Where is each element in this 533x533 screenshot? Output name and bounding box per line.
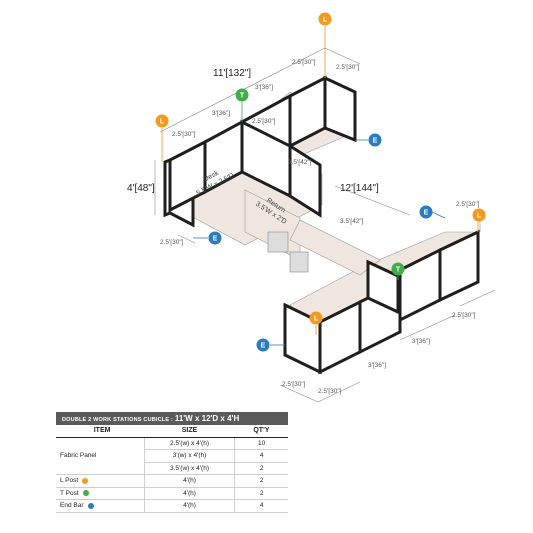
dim-top-30a: 2.5'[30"] bbox=[292, 59, 316, 66]
panel-upper-right-end bbox=[323, 75, 357, 143]
table-row: 3.5'(w) x 4'(h) 2 bbox=[56, 462, 288, 475]
dim-top-30b: 2.5'[30"] bbox=[336, 64, 360, 71]
size-cell: 4'(h) bbox=[143, 487, 235, 500]
end-bar-marker-left: E bbox=[208, 231, 222, 245]
dim-bottom-36: 3'[36"] bbox=[368, 362, 386, 369]
dim-bottom-30a: 2.5'[30"] bbox=[282, 381, 306, 388]
table-title-prefix: DOUBLE 2 WORK STATIONS CUBICLE : bbox=[62, 417, 173, 423]
end-bar-marker-upper-right: E bbox=[368, 133, 382, 147]
t-post-marker-top: T bbox=[235, 88, 249, 102]
orange-dot-icon bbox=[82, 477, 89, 484]
l-post-label: L Post bbox=[60, 477, 79, 485]
svg-text:L: L bbox=[314, 316, 319, 323]
table-row: 3'(w) x 4'(h) 4 bbox=[56, 449, 288, 463]
lower-return-surface bbox=[289, 219, 381, 276]
table-header-row: ITEM SIZE QT'Y bbox=[56, 425, 288, 438]
dim-top-36a: 3'[36"] bbox=[255, 84, 273, 91]
end-bar-marker-right: E bbox=[419, 205, 433, 219]
dim-right-36: 3'[36"] bbox=[412, 338, 430, 345]
qty-cell: 2 bbox=[234, 474, 288, 488]
qty-cell: 4 bbox=[234, 499, 288, 513]
size-cell: 3.5'(w) x 4'(h) bbox=[143, 462, 235, 475]
parts-table: DOUBLE 2 WORK STATIONS CUBICLE : 11'W x … bbox=[56, 412, 288, 513]
size-cell: 4'(h) bbox=[143, 499, 235, 513]
dim-overall-width: 11'[132"] bbox=[213, 68, 251, 79]
svg-text:E: E bbox=[261, 343, 266, 350]
dim-bottom-30b: 2.5'[30"] bbox=[318, 388, 342, 395]
svg-text:L: L bbox=[160, 119, 165, 126]
table-row: Fabric Panel 2.5'(w) x 4'(h) 10 bbox=[56, 437, 288, 475]
dim-spine-42b: 3.5'[42"] bbox=[340, 218, 364, 225]
svg-text:T: T bbox=[240, 93, 245, 100]
svg-text:E: E bbox=[213, 236, 218, 243]
size-cell: 4'(h) bbox=[143, 474, 235, 488]
header-item: ITEM bbox=[56, 425, 145, 438]
table-row: T Post 4'(h) 2 bbox=[56, 487, 288, 500]
svg-text:L: L bbox=[477, 213, 482, 220]
header-qty: QT'Y bbox=[234, 425, 288, 438]
svg-text:E: E bbox=[373, 138, 378, 145]
green-dot-icon bbox=[82, 490, 89, 497]
svg-text:E: E bbox=[424, 210, 429, 217]
dim-top-36b: 3'[36"] bbox=[212, 110, 230, 117]
end-bar-marker-bottom-left: E bbox=[256, 338, 270, 352]
table-row: End Bar 4'(h) 4 bbox=[56, 499, 288, 513]
size-cell: 3'(w) x 4'(h) bbox=[143, 449, 235, 463]
table-title-row: DOUBLE 2 WORK STATIONS CUBICLE : 11'W x … bbox=[56, 412, 288, 425]
svg-text:L: L bbox=[323, 17, 328, 24]
l-post-marker-bottom: L bbox=[309, 311, 323, 325]
dim-spine-30: 2.5'[30"] bbox=[252, 118, 276, 125]
table-title-size: 11'W x 12'D x 4'H bbox=[174, 414, 240, 423]
dim-bottom-left-30: 2.5'[30"] bbox=[160, 239, 184, 246]
qty-cell: 2 bbox=[234, 487, 288, 500]
marker-leaders bbox=[161, 26, 479, 346]
pedestal-right bbox=[289, 251, 309, 273]
dim-right-30b: 2.5'[30"] bbox=[452, 312, 476, 319]
qty-cell: 4 bbox=[234, 449, 288, 463]
dim-right-30a: 2.5'[30"] bbox=[456, 201, 480, 208]
qty-cell: 10 bbox=[234, 437, 288, 450]
fabric-panel-label: Fabric Panel bbox=[56, 437, 145, 475]
table-row: L Post 4'(h) 2 bbox=[56, 474, 288, 488]
cubicle-isometric-diagram: 11'[132"] 12'[144"] 4'[48"] 2.5'[30"] 2.… bbox=[127, 12, 496, 403]
panel-lower-back-2 bbox=[438, 229, 480, 303]
pedestal-left bbox=[267, 231, 289, 253]
t-post-label: T Post bbox=[60, 489, 79, 497]
l-post-marker-right: L bbox=[472, 208, 486, 222]
header-size: SIZE bbox=[144, 425, 235, 438]
size-cell: 2.5'(w) x 4'(h) bbox=[143, 437, 235, 450]
svg-text:T: T bbox=[396, 267, 401, 274]
panel-spine-2 bbox=[288, 143, 322, 218]
dim-left-30: 2.5'[30"] bbox=[172, 131, 196, 138]
l-post-marker-left: L bbox=[155, 114, 169, 128]
dim-height: 4'[48"] bbox=[127, 183, 155, 194]
l-post-marker-top: L bbox=[318, 12, 332, 26]
dimension-labels: 11'[132"] 12'[144"] 4'[48"] 2.5'[30"] 2.… bbox=[127, 59, 480, 395]
end-bar-label: End Bar bbox=[60, 502, 84, 510]
dimension-lines bbox=[154, 47, 496, 403]
dim-overall-depth: 12'[144"] bbox=[340, 183, 379, 194]
dim-spine-42a: 3.5'[42"] bbox=[288, 159, 312, 166]
qty-cell: 2 bbox=[234, 462, 288, 475]
marker-badges: L L T E E E L T E L bbox=[155, 12, 486, 352]
t-post-marker-bottom: T bbox=[391, 262, 405, 276]
fabric-panels bbox=[163, 75, 480, 375]
panel-lower-divider bbox=[366, 259, 400, 315]
blue-dot-icon bbox=[87, 502, 94, 509]
